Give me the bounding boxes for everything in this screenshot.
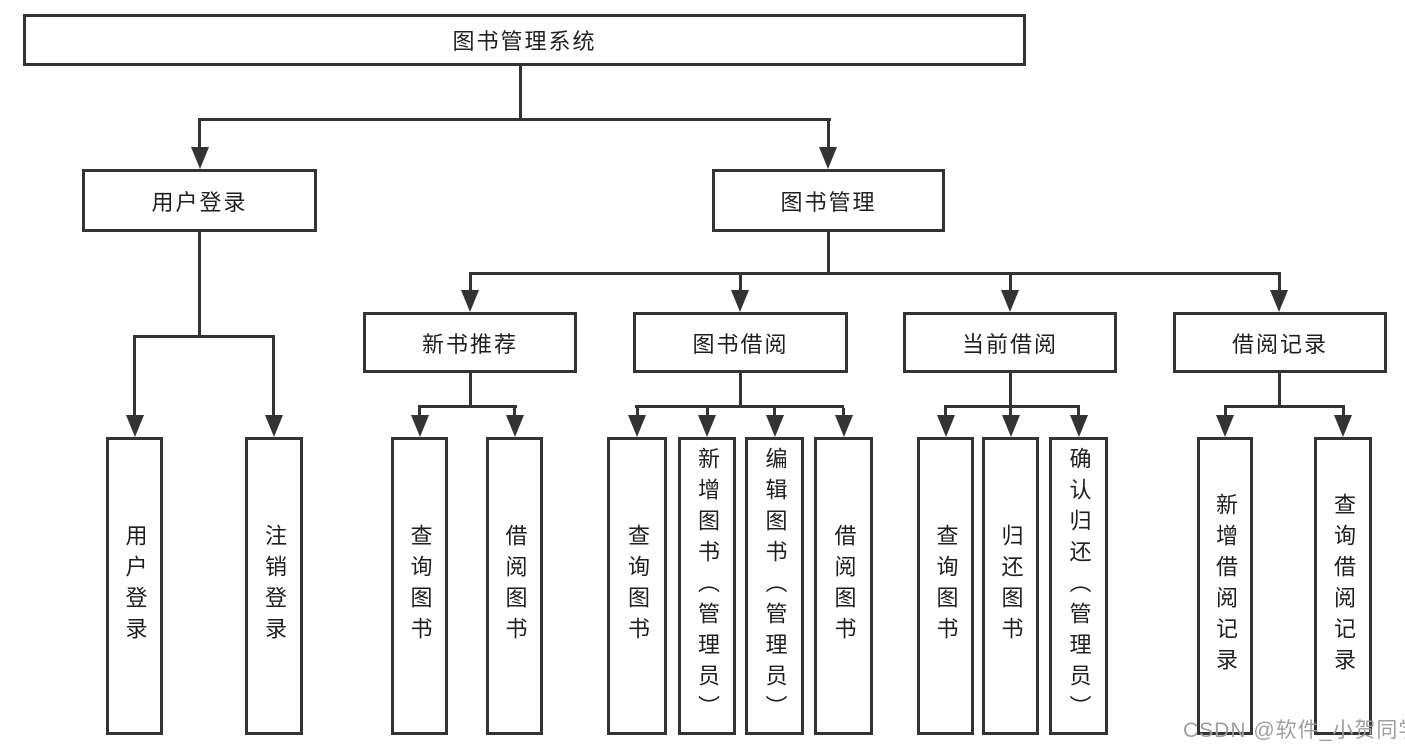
- edge-to-user-login-leaf: [133, 338, 136, 416]
- edge-to-borrow-borrow: [842, 408, 845, 416]
- edge-to-current-query: [944, 408, 947, 416]
- node-user-login-label: 用户登录: [151, 189, 248, 215]
- edge-book-management-stem: [827, 232, 830, 272]
- edge-user-login-bar: [133, 335, 275, 338]
- edge-to-book-borrow: [739, 275, 742, 291]
- node-user-login: 用户登录: [82, 169, 317, 232]
- arrowhead-recommend-query-icon: [411, 415, 429, 437]
- node-user-login-leaf: 用户登录: [106, 437, 163, 735]
- arrowhead-current-query-icon: [937, 415, 955, 437]
- edge-to-new-book-recommend: [469, 275, 472, 291]
- node-current-query-books: 查询图书: [917, 437, 974, 735]
- arrowhead-records-query-icon: [1334, 415, 1352, 437]
- node-logout-leaf-label: 注销登录: [262, 524, 287, 648]
- edge-to-current-confirm: [1077, 408, 1080, 416]
- arrowhead-borrow-add-icon: [698, 415, 716, 437]
- node-current-return-books: 归还图书: [982, 437, 1039, 735]
- node-borrow-borrow-books: 借阅图书: [814, 437, 873, 735]
- edge-to-user-login: [198, 121, 201, 148]
- node-book-management-label: 图书管理: [780, 189, 877, 215]
- node-recommend-query-books: 查询图书: [391, 437, 448, 735]
- arrowhead-logout-leaf-icon: [265, 415, 283, 437]
- node-book-management: 图书管理: [712, 169, 945, 232]
- arrowhead-borrow-query-icon: [628, 415, 646, 437]
- node-book-borrow-label: 图书借阅: [692, 331, 789, 357]
- node-records-add-record: 新增借阅记录: [1197, 437, 1253, 735]
- arrowhead-records-add-icon: [1216, 415, 1234, 437]
- arrowhead-book-management-icon: [819, 147, 837, 169]
- arrowhead-user-login-leaf-icon: [126, 415, 144, 437]
- node-borrow-records-label: 借阅记录: [1231, 331, 1328, 357]
- node-borrow-query-books-label: 查询图书: [625, 524, 650, 648]
- edge-borrow-bar: [635, 405, 844, 408]
- edge-to-borrow-add: [706, 408, 709, 416]
- edge-recommend-bar: [418, 405, 517, 408]
- edge-to-current-return: [1009, 408, 1012, 416]
- edge-to-book-management: [827, 121, 830, 148]
- edge-to-recommend-borrow: [513, 408, 516, 416]
- node-borrow-records: 借阅记录: [1173, 312, 1387, 373]
- csdn-watermark: CSDN @软件_小贺同学: [1183, 719, 1405, 742]
- edge-current-stem: [1009, 373, 1012, 405]
- node-current-confirm-return-label: 确认归还（管理员）: [1066, 446, 1092, 726]
- node-borrow-query-books: 查询图书: [607, 437, 667, 735]
- node-records-query-record: 查询借阅记录: [1314, 437, 1372, 735]
- node-root: 图书管理系统: [23, 14, 1026, 66]
- arrowhead-current-borrow-icon: [1001, 290, 1019, 312]
- node-current-borrow-label: 当前借阅: [961, 331, 1058, 357]
- edge-to-logout-leaf: [272, 338, 275, 416]
- edge-book-management-bar: [469, 272, 1281, 275]
- edge-to-records-add: [1224, 408, 1227, 416]
- edge-recommend-stem: [469, 373, 472, 405]
- node-borrow-borrow-books-label: 借阅图书: [831, 524, 857, 648]
- arrowhead-borrow-edit-icon: [766, 415, 784, 437]
- arrowhead-book-borrow-icon: [731, 290, 749, 312]
- arrowhead-recommend-borrow-icon: [506, 415, 524, 437]
- node-current-confirm-return: 确认归还（管理员）: [1049, 437, 1108, 735]
- edge-to-borrow-records: [1278, 275, 1281, 291]
- arrowhead-user-login-icon: [191, 147, 209, 169]
- node-recommend-borrow-books-label: 借阅图书: [502, 524, 528, 648]
- node-new-book-recommend-label: 新书推荐: [421, 331, 518, 357]
- edge-root-bar: [198, 118, 831, 121]
- edge-to-borrow-query: [636, 408, 639, 416]
- node-user-login-leaf-label: 用户登录: [122, 524, 148, 648]
- arrowhead-new-book-recommend-icon: [461, 290, 479, 312]
- node-current-query-books-label: 查询图书: [933, 524, 959, 648]
- node-recommend-borrow-books: 借阅图书: [486, 437, 543, 735]
- node-logout-leaf: 注销登录: [245, 437, 303, 735]
- node-borrow-add-books-label: 新增图书（管理员）: [695, 446, 720, 726]
- edge-current-bar: [944, 405, 1080, 408]
- arrowhead-borrow-records-icon: [1270, 290, 1288, 312]
- edge-records-bar: [1224, 405, 1345, 408]
- node-new-book-recommend: 新书推荐: [363, 312, 577, 373]
- arrowhead-borrow-borrow-icon: [835, 415, 853, 437]
- node-recommend-query-books-label: 查询图书: [407, 524, 433, 648]
- node-current-borrow: 当前借阅: [903, 312, 1117, 373]
- edge-user-login-stem: [198, 232, 201, 335]
- node-borrow-add-books: 新增图书（管理员）: [678, 437, 736, 735]
- arrowhead-current-return-icon: [1002, 415, 1020, 437]
- edge-to-records-query: [1342, 408, 1345, 416]
- edge-to-recommend-query: [418, 408, 421, 416]
- node-current-return-books-label: 归还图书: [998, 524, 1024, 648]
- edge-to-borrow-edit: [773, 408, 776, 416]
- node-root-label: 图书管理系统: [452, 29, 597, 54]
- edge-to-current-borrow: [1009, 275, 1012, 291]
- edge-root-stem: [519, 66, 522, 118]
- arrowhead-current-confirm-icon: [1070, 415, 1088, 437]
- node-borrow-edit-books-label: 编辑图书（管理员）: [762, 446, 788, 726]
- node-records-add-record-label: 新增借阅记录: [1213, 493, 1238, 679]
- edge-records-stem: [1278, 373, 1281, 405]
- node-records-query-record-label: 查询借阅记录: [1331, 493, 1356, 679]
- node-book-borrow: 图书借阅: [633, 312, 848, 373]
- edge-borrow-stem: [739, 373, 742, 405]
- node-borrow-edit-books: 编辑图书（管理员）: [745, 437, 804, 735]
